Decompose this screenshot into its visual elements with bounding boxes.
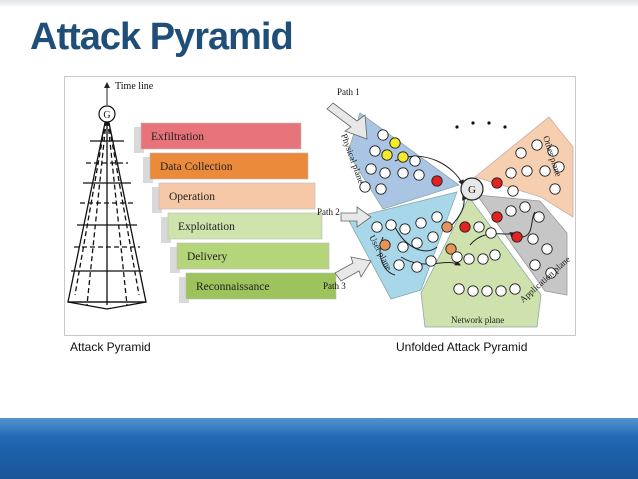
plane-node — [509, 283, 521, 295]
caption-unfolded-attack-pyramid: Unfolded Attack Pyramid — [396, 340, 528, 354]
plane-node — [533, 211, 545, 223]
goal-node — [460, 177, 484, 201]
plane-node — [381, 149, 393, 161]
pyramid-layer — [149, 152, 309, 180]
plane-node — [453, 283, 465, 295]
plane-node — [445, 243, 457, 255]
plane-node — [547, 145, 559, 157]
plane-node — [491, 211, 503, 223]
network-plane-label: Network plane — [451, 315, 504, 325]
path-arrows: Path 1 Path 2 Path 3 — [317, 87, 372, 291]
plane-node — [441, 221, 453, 233]
plane-node — [427, 231, 439, 243]
pyramid-layer-label: Data Collection — [160, 161, 233, 173]
plane-node — [481, 285, 493, 297]
plane-node — [369, 145, 381, 157]
plane-node — [379, 167, 391, 179]
slide-title: Attack Pyramid — [30, 16, 294, 58]
plane-node — [365, 163, 377, 175]
plane-node — [425, 255, 437, 267]
plane-node — [371, 221, 383, 233]
plane-node — [411, 237, 423, 249]
pyramid-layer-label: Exfiltration — [151, 131, 204, 143]
plane-node — [397, 167, 409, 179]
pyramid-layer-label: Delivery — [187, 251, 227, 263]
plane-node — [431, 211, 443, 223]
pyramid-wireframe — [67, 112, 147, 310]
plane-node — [415, 217, 427, 229]
plane-node — [393, 259, 405, 271]
path-1-label: Path 1 — [337, 87, 360, 97]
timeline-label: Time line — [115, 81, 154, 92]
pyramid-layer — [140, 122, 302, 150]
goal-label: G — [468, 184, 476, 196]
plane-node — [495, 285, 507, 297]
plane-node — [375, 183, 387, 195]
plane-node — [411, 261, 423, 273]
plane-node — [507, 185, 519, 197]
plane-node — [477, 253, 489, 265]
plane-node — [377, 129, 389, 141]
figure-frame: Reconnaissance Delivery Exploitation Operat… — [64, 76, 576, 336]
plane-node — [531, 139, 543, 151]
plane-node — [399, 223, 411, 235]
plane-node — [529, 259, 541, 271]
plane-node — [473, 221, 485, 233]
plane-node — [359, 181, 371, 193]
pyramid-layer — [158, 182, 316, 210]
plane-node — [491, 177, 503, 189]
pyramid-layer-label: Reconnaissance — [196, 281, 269, 293]
pyramid-layer — [167, 212, 323, 240]
unfolded-pyramid-diagram: Path 1 Path 2 Path 3 G Physical plane Us… — [317, 87, 574, 328]
plane-node — [463, 253, 475, 265]
plane-node — [413, 169, 425, 181]
plane-node — [505, 167, 517, 179]
plane-node — [539, 165, 551, 177]
plane-node — [553, 161, 565, 173]
caption-attack-pyramid: Attack Pyramid — [70, 340, 151, 354]
plane-node — [389, 137, 401, 149]
plane-node — [511, 231, 523, 243]
plane-node — [519, 201, 531, 213]
plane-node — [431, 175, 443, 187]
more-planes-dots — [455, 121, 507, 129]
plane-node — [521, 165, 533, 177]
plane-node — [527, 233, 539, 245]
plane-nodes — [359, 129, 565, 297]
plane-node — [397, 241, 409, 253]
pyramid-diagram: Reconnaissance Delivery Exploitation Operat… — [67, 81, 337, 310]
path-3-label: Path 3 — [323, 281, 346, 291]
apex-node — [98, 105, 116, 123]
pyramid-layer-label: Exploitation — [178, 221, 235, 233]
pyramid-layer — [185, 272, 337, 300]
plane-node — [379, 239, 391, 251]
plane-node — [489, 249, 501, 261]
plane-node — [505, 205, 517, 217]
plane-node — [459, 221, 471, 233]
plane-node — [467, 285, 479, 297]
top-strip — [0, 0, 638, 6]
plane-node — [451, 251, 463, 263]
apex-label: G — [103, 110, 110, 121]
plane-node — [515, 147, 527, 159]
plane-node — [397, 151, 409, 163]
plane-node — [545, 267, 557, 279]
plane-node — [409, 155, 421, 167]
path-2-label: Path 2 — [317, 207, 340, 217]
pyramid-layer-label: Operation — [169, 191, 215, 203]
plane-node — [385, 219, 397, 231]
pyramid-layer — [176, 242, 330, 270]
plane-node — [485, 227, 497, 239]
plane-node — [549, 183, 561, 195]
bottom-band — [0, 418, 638, 479]
attack-pyramid-figure: Reconnaissance Delivery Exploitation Operat… — [67, 81, 574, 328]
plane-node — [541, 243, 553, 255]
